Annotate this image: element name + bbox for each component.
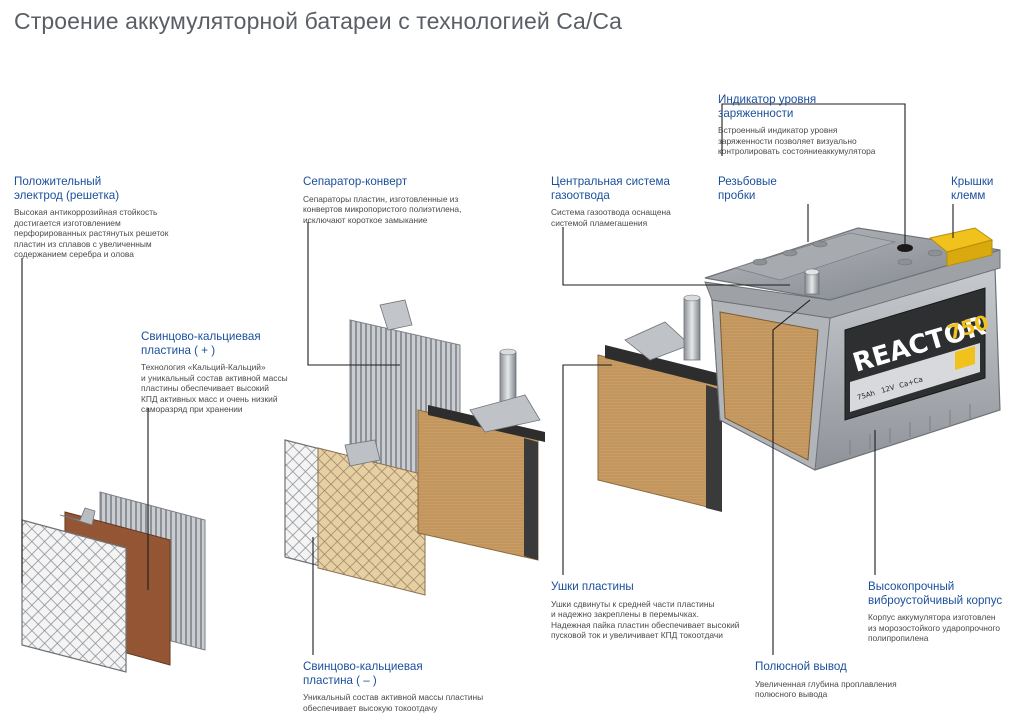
heading-line: Ушки пластины [551, 580, 634, 593]
callout-central-gas-vent: Центральная система газоотвода Система г… [551, 175, 711, 228]
callout-positive-electrode: Положительный электрод (решетка) Высокая… [14, 175, 199, 260]
text-line: Корпус аккумулятора изготовлен [868, 612, 996, 622]
plate-stack-left [21, 491, 206, 673]
text-line: Технология «Кальций-Кальций» [141, 362, 266, 372]
callout-text: Корпус аккумулятора изготовлен из морозо… [868, 612, 1018, 644]
heading-line: Центральная система [551, 175, 670, 188]
heading-line: Высокопрочный [868, 580, 955, 593]
callout-heading: Положительный электрод (решетка) [14, 175, 199, 202]
callout-heading: Резьбовые пробки [718, 175, 818, 202]
callout-lead-calcium-plate-pos: Свинцово-кальциевая пластина ( + ) Техно… [141, 330, 326, 415]
callout-text: Встроенный индикатор уровня заряженности… [718, 125, 908, 157]
heading-line: газоотвода [551, 188, 610, 202]
text-line: перфорированных растянутых решеток [14, 228, 169, 238]
text-line: Увеличенная глубина проплавления [755, 678, 897, 689]
callout-plate-lugs: Ушки пластины Ушки сдвинуты к средней ча… [551, 580, 766, 641]
text-line: полипропилена [868, 633, 929, 643]
callout-case: Высокопрочный виброустойчивый корпус Кор… [868, 580, 1018, 644]
leader-separator [307, 222, 400, 366]
text-line: полюсного вывода [755, 689, 828, 699]
text-line: Встроенный индикатор уровня [718, 125, 838, 135]
heading-line: Резьбовые [718, 175, 777, 188]
callout-text: Система газоотвода оснащена системой пла… [551, 207, 711, 228]
heading-line: электрод (решетка) [14, 188, 120, 202]
text-line: Ушки сдвинуты к средней части пластины [551, 598, 715, 609]
leader-indicator [721, 103, 906, 246]
text-line: содержанием серебра и олова [14, 249, 134, 259]
leader-lines [21, 103, 954, 655]
text-line: Система газоотвода оснащена [551, 207, 671, 217]
callout-threaded-plugs: Резьбовые пробки [718, 175, 818, 202]
callout-heading: Высокопрочный виброустойчивый корпус [868, 580, 1018, 607]
text-line: и уникальный состав активной массы [141, 372, 288, 383]
callout-text: Уникальный состав активной массы пластин… [303, 692, 518, 713]
text-line: конвертов микропористого полиэтилена, [303, 204, 462, 214]
callout-separator-envelope: Сепаратор-конверт Сепараторы пластин, из… [303, 175, 508, 225]
plate-block-middle [417, 348, 545, 561]
text-line: пластин из сплавов с увеличенным [14, 238, 152, 249]
heading-line: виброустойчивый корпус [868, 593, 1003, 607]
text-line: исключают короткое замыкание [303, 214, 428, 225]
text-line: пусковой ток и увеличивает КПД токоотдач… [551, 630, 723, 640]
text-line: саморазряд при хранении [141, 404, 243, 414]
callout-heading: Свинцово-кальциевая пластина ( – ) [303, 660, 518, 687]
heading-line: пластина ( + ) [141, 343, 216, 357]
text-line: из морозостойкого ударопрочного [868, 622, 1001, 633]
callout-text: Высокая антикоррозийная стойкость достиг… [14, 207, 199, 260]
leader-pole [772, 299, 811, 655]
text-line: и надежно закреплены в перемычках. [551, 609, 699, 619]
charge-indicator-eye [897, 244, 913, 252]
leader-lugs [562, 364, 612, 575]
callout-charge-indicator: Индикатор уровня заряженности Встроенный… [718, 93, 908, 157]
text-line: обеспечивает высокую токоотдачу [303, 702, 438, 713]
callout-text: Увеличенная глубина проплавления полюсно… [755, 679, 925, 700]
text-line: Высокая антикоррозийная стойкость [14, 207, 158, 217]
page-title: Строение аккумуляторной батареи с технол… [14, 8, 622, 34]
heading-line: Свинцово-кальциевая [303, 660, 423, 673]
callout-heading: Свинцово-кальциевая пластина ( + ) [141, 330, 326, 357]
text-line: достигается изготовлением [14, 217, 121, 228]
text-line: Уникальный состав активной массы пластин… [303, 692, 484, 702]
plate-stack-middle [284, 299, 545, 596]
callout-lead-calcium-plate-neg: Свинцово-кальциевая пластина ( – ) Уника… [303, 660, 518, 713]
callout-text: Ушки сдвинуты к средней части пластины и… [551, 599, 766, 641]
heading-line: клемм [951, 188, 986, 202]
text-line: КПД активных масс и очень низкий [141, 393, 278, 404]
heading-line: пробки [718, 188, 756, 202]
heading-line: Положительный [14, 175, 102, 188]
leader-gas-vent [562, 227, 790, 286]
heading-line: Сепаратор-конверт [303, 175, 408, 188]
callout-heading: Полюсной вывод [755, 660, 925, 674]
callout-heading: Индикатор уровня заряженности [718, 93, 908, 120]
text-line: заряженности позволяет визуально [718, 135, 857, 146]
heading-line: Индикатор уровня [718, 93, 817, 106]
heading-line: Крышки [951, 175, 994, 188]
plate-block-right [597, 294, 725, 512]
callout-text: Сепараторы пластин, изготовленные из кон… [303, 194, 508, 226]
callout-heading: Центральная система газоотвода [551, 175, 711, 202]
text-line: Надежная пайка пластин обеспечивает высо… [551, 619, 740, 630]
heading-line: пластина ( – ) [303, 673, 377, 687]
text-line: Сепараторы пластин, изготовленные из [303, 193, 459, 204]
callout-text: Технология «Кальций-Кальций» и уникальны… [141, 362, 326, 415]
battery: REACTOR 750 75Ah 12V Ca+Ca [704, 227, 1001, 471]
callout-terminal-caps: Крышки клемм [951, 175, 1021, 202]
heading-line: заряженности [718, 106, 794, 120]
heading-line: Свинцово-кальциевая [141, 330, 261, 343]
text-line: пластины обеспечивает высокий [141, 383, 269, 393]
heading-line: Полюсной вывод [755, 660, 847, 673]
callout-pole-terminal: Полюсной вывод Увеличенная глубина пропл… [755, 660, 925, 700]
callout-heading: Ушки пластины [551, 580, 766, 594]
callout-heading: Крышки клемм [951, 175, 1021, 202]
text-line: контролировать состояниеаккумулятора [718, 146, 876, 156]
label-voltage: 12V [880, 383, 896, 395]
callout-heading: Сепаратор-конверт [303, 175, 508, 189]
text-line: системой пламегашения [551, 217, 648, 228]
